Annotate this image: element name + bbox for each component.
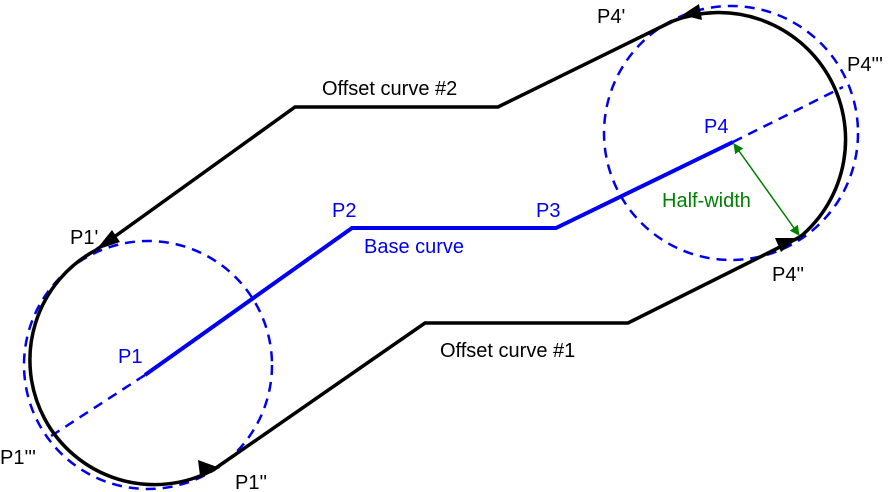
p4-end-arc xyxy=(672,10,848,239)
p4-double-prime-label: P4'' xyxy=(772,264,804,286)
p1-prime-label: P1' xyxy=(70,227,98,249)
p1-triple-prime-label: P1''' xyxy=(0,447,36,469)
offset-curve-2 xyxy=(94,19,674,252)
p3-label: P3 xyxy=(536,200,560,222)
base-curve-label: Base curve xyxy=(364,236,464,258)
p1-extension-dashed xyxy=(47,373,146,440)
p4-triple-prime-label: P4''' xyxy=(847,54,883,76)
p1-label: P1 xyxy=(118,346,142,368)
p1-end-arc xyxy=(28,248,214,487)
halfwidth-arrow xyxy=(733,143,800,236)
p2-label: P2 xyxy=(332,200,356,222)
base-curve xyxy=(143,140,734,377)
p1-double-prime-label: P1'' xyxy=(235,472,267,492)
offset-curve-1-label: Offset curve #1 xyxy=(440,340,575,362)
p4-halfwidth-circle xyxy=(602,4,860,262)
p4-label: P4 xyxy=(704,116,728,138)
offset-curve-2-label: Offset curve #2 xyxy=(322,78,457,100)
p4-extension-dashed xyxy=(732,85,844,144)
arrowhead-p4a xyxy=(682,4,702,20)
p1-halfwidth-circle xyxy=(22,239,274,491)
offset-curve-1 xyxy=(212,235,801,472)
halfwidth-label: Half-width xyxy=(662,190,751,212)
p4-prime-label: P4' xyxy=(597,6,625,28)
arrowhead-p1a xyxy=(96,230,120,250)
arrowhead-p1b xyxy=(198,460,220,476)
arrowhead-p4b xyxy=(775,238,798,252)
